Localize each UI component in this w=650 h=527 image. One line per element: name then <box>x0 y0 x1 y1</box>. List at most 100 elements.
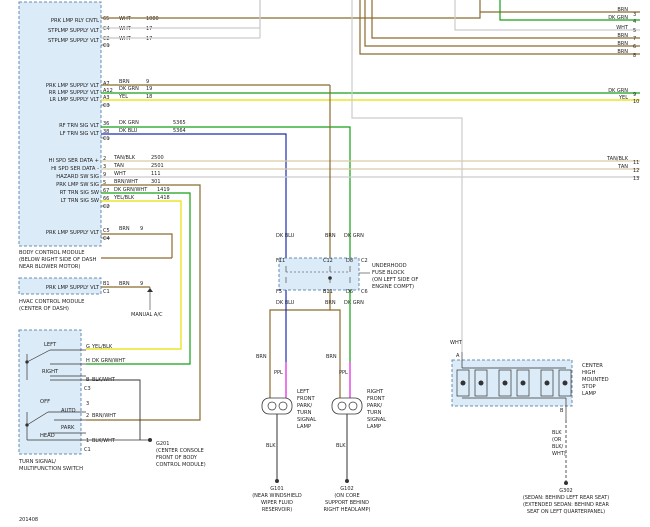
rf-lamp-bulb-icon <box>337 401 347 411</box>
chmsl-caption: MOUNTED <box>582 377 609 383</box>
wire-brnwht-prk-sw <box>86 184 201 421</box>
switch-pin: G <box>86 344 90 350</box>
chmsl-wire-label: WHT <box>450 340 463 346</box>
bcm-connector: C4 <box>103 236 110 242</box>
circuit-number: 111 <box>151 171 161 177</box>
wire-color-label: YEL/BLK <box>113 195 135 201</box>
g302-desc: SEAT ON LEFT QUARTERPANEL) <box>527 509 605 515</box>
right-edge-ref: 7 <box>633 36 636 42</box>
g101-label: G101 <box>270 486 283 492</box>
wire-color-label: BRN <box>119 281 130 287</box>
hvac-connector: C1 <box>103 289 110 295</box>
wire-right-6 <box>364 0 640 47</box>
hvac-caption: (CENTER OF DASH) <box>19 306 69 312</box>
wire-brn-prk-rly <box>101 0 481 19</box>
fuse-pin: F5 <box>276 289 282 295</box>
bcm-connector: C1 <box>103 43 110 49</box>
wire-color-label: TAN/BLK <box>113 155 136 161</box>
circuit-number: 9 <box>146 79 149 85</box>
wire-color-label: BRN <box>325 233 336 239</box>
wire-color-label: DK BLU <box>276 300 295 306</box>
rf-lamp-caption: RIGHT <box>367 389 384 395</box>
wire-color-label: YEL <box>118 94 128 100</box>
circuit-number: 301 <box>151 179 161 185</box>
chmsl-pin-a: A <box>456 353 460 359</box>
bcm-pin-number: 9 <box>103 172 106 178</box>
right-edge-color: BRN <box>617 7 628 13</box>
bcm-pin-label: HAZARD SW SIG <box>56 174 99 180</box>
bcm-pin-number: A7 <box>103 81 110 87</box>
chmsl-lower-wire: BLK <box>552 430 562 436</box>
chmsl-caption: STOP <box>582 384 596 390</box>
wire-color-label: DK BLU <box>276 233 295 239</box>
fuse-pin: F11 <box>276 258 285 264</box>
wire-right-4 <box>499 0 640 21</box>
lf-lamp-bulb-icon <box>278 401 288 411</box>
wire-color-label: BRN/WHT <box>114 179 139 185</box>
bcm-connector: C3 <box>103 103 110 109</box>
circuit-number: 19 <box>146 86 152 92</box>
right-edge-ref: 11 <box>633 160 639 166</box>
rf-lamp-caption: SIGNAL <box>367 417 386 423</box>
g201-desc: FRONT OF BODY <box>156 455 198 461</box>
g101-desc: WIPER FLUID <box>261 500 293 506</box>
fuse-connector: C2 <box>361 258 368 264</box>
chmsl-lower-wire: WHT) <box>552 451 566 457</box>
g201-label: G201 <box>156 441 169 447</box>
g201-ground <box>148 438 152 442</box>
right-edge-color: TAN <box>617 164 628 170</box>
circuit-number: 17 <box>146 26 152 32</box>
right-edge-ref: 12 <box>633 168 639 174</box>
wire-color-label: WHT <box>114 171 127 177</box>
bcm-pin-label: STPLMP SUPPLY VLT <box>48 28 100 34</box>
bcm-pin-label: HI SPD SER DATA - <box>51 166 99 172</box>
wire-dkgrn-rf <box>101 126 351 258</box>
wire-brn-rf-lamp <box>330 309 341 400</box>
chmsl-lower-wire: (OR <box>552 437 562 443</box>
wire-color-label: DK GRN/WHT <box>114 187 148 193</box>
lf-blk-label: BLK <box>266 443 276 449</box>
fuse-caption: ENGINE COMPT) <box>372 284 414 290</box>
circuit-number: 1418 <box>157 195 170 201</box>
bcm-caption: (BELOW RIGHT SIDE OF DASH <box>19 257 97 263</box>
g102-desc: (ON CORE <box>334 493 359 499</box>
g102-desc: SUPPORT BEHIND <box>325 500 369 506</box>
hvac-pin-label: PRK LMP SUPPLY VLT <box>46 285 100 291</box>
wire-color-label: BRN <box>119 226 130 232</box>
bcm-pin-number: 36 <box>103 121 109 127</box>
bcm-pin-label: HI SPD SER DATA + <box>49 158 99 164</box>
switch-connector: C3 <box>84 386 91 392</box>
switch-pin-color: YEL/BLK <box>91 344 113 350</box>
switch-pin-color: DK GRN/WHT <box>92 358 126 364</box>
g101-desc: (NEAR WINDSHIELD <box>252 493 302 499</box>
lf-lamp-caption: LAMP <box>297 424 311 430</box>
wire-right-5 <box>454 0 640 31</box>
switch-caption: TURN SIGNAL/ <box>18 459 56 465</box>
bcm-pin-label: PRK LMP SUPPLY VLT <box>46 83 100 89</box>
right-edge-ref: 9 <box>633 92 636 98</box>
fuse-pin: D8 <box>346 258 353 264</box>
lf-lamp-caption: PARK/ <box>297 403 312 409</box>
switch-pin: H <box>86 358 90 364</box>
wire-right-8 <box>359 0 640 55</box>
bcm-pin-label: LT TRN SIG SW <box>61 198 99 204</box>
circuit-number: 5364 <box>173 128 186 134</box>
switch-park-label: PARK <box>61 425 75 431</box>
wire-color-label: DK GRN <box>344 300 364 306</box>
fuse-pin: C12 <box>323 258 333 264</box>
switch-left-label: LEFT <box>44 342 57 348</box>
bcm-pin-number: 5 <box>103 180 106 186</box>
circuit-number: 1080 <box>146 16 159 22</box>
chmsl-led-icon <box>520 380 526 386</box>
right-edge-color: WHT <box>616 25 629 31</box>
bcm-pin-label: PRK LMP SW SIG <box>56 182 99 188</box>
wire-color-label: BRN <box>119 79 130 85</box>
bcm-pin-number: 66 <box>103 196 109 202</box>
lf-lamp-bulb-icon <box>267 401 277 411</box>
fuse-caption: FUSE BLOCK <box>372 270 405 276</box>
wire-brn-lf-lamp <box>269 300 331 400</box>
rf-lamp-bulb-icon <box>348 401 358 411</box>
right-edge-color: BRN <box>617 33 628 39</box>
right-edge-color: BRN <box>617 49 628 55</box>
